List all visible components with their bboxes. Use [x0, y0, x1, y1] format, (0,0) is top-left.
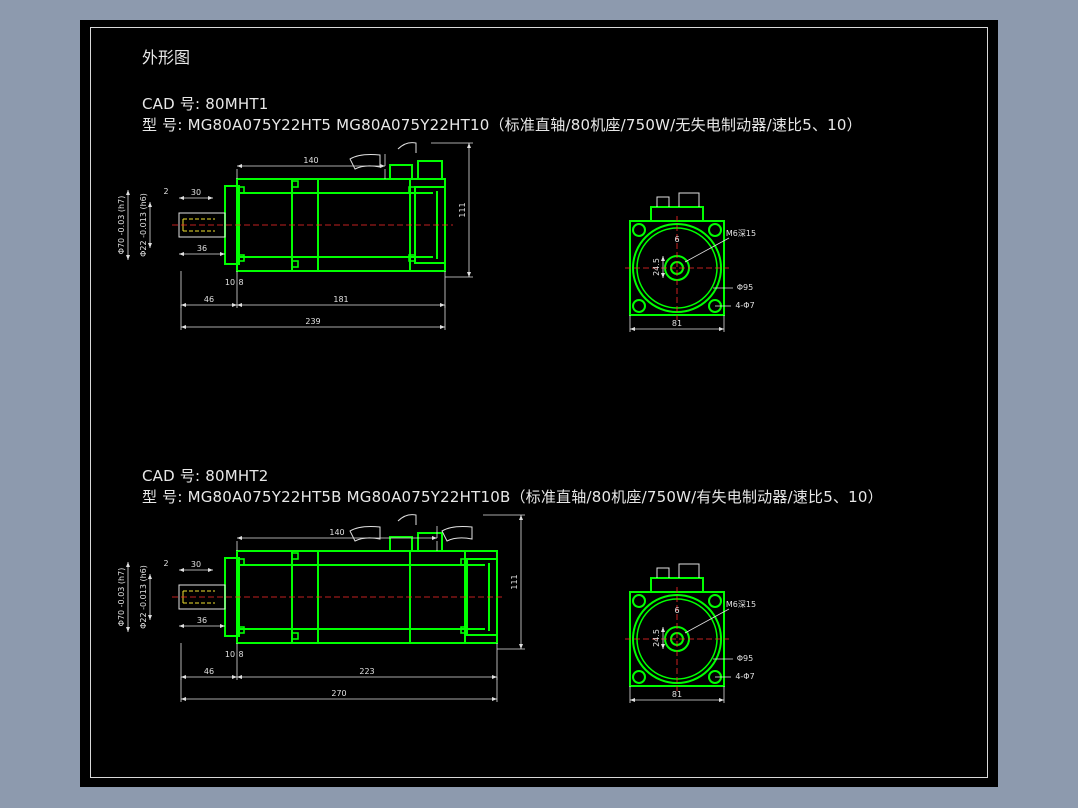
dim-key-flat: 6 — [674, 235, 679, 244]
mounting-boss — [460, 558, 468, 566]
mounting-boss — [237, 558, 245, 566]
dim-flange-diameter: Φ70 -0.03 (h7) — [117, 568, 126, 627]
mounting-hole — [708, 594, 722, 608]
motor-drawing-2: 140 111 30 2 36 Φ70 -0.03 (h7) Φ22 -0.013 (h6)… — [117, 514, 756, 703]
dim-pcd: Φ95 — [737, 654, 753, 663]
dim-holes: 4-Φ7 — [735, 301, 754, 310]
end-view-shaft — [664, 626, 690, 652]
dim-main-length: 181 — [333, 295, 348, 304]
dim-body-length: 140 — [303, 156, 318, 165]
dim-flange-b: 8 — [238, 650, 243, 659]
output-shaft — [178, 212, 226, 238]
dim-front: 46 — [204, 667, 214, 676]
dim-total-length: 270 — [331, 689, 346, 698]
dim-front: 46 — [204, 295, 214, 304]
dim-height: 111 — [510, 574, 519, 589]
dim-flange-diameter: Φ70 -0.03 (h7) — [117, 196, 126, 255]
connector-block — [389, 164, 413, 180]
dim-thread: M6深15 — [726, 600, 756, 609]
dim-pcd: Φ95 — [737, 283, 753, 292]
dimension-arrows — [148, 574, 152, 620]
dim-flange-b: 8 — [238, 278, 243, 287]
dim-square: 81 — [672, 319, 682, 328]
dimension-arrows — [661, 256, 665, 278]
mounting-hole — [708, 223, 722, 237]
dim-shaft-diameter: Φ22 -0.013 (h6) — [139, 193, 148, 257]
connector-block — [417, 160, 443, 180]
leader-line — [684, 608, 730, 634]
dim-total-length: 239 — [305, 317, 320, 326]
dimension-arrows — [148, 202, 152, 248]
drawing-title: 外形图 — [142, 48, 191, 67]
mounting-boss — [291, 260, 299, 268]
mounting-boss — [291, 632, 299, 640]
cad-number-2: CAD 号: 80MHT2 — [142, 467, 269, 485]
dim-key-flat: 6 — [674, 606, 679, 615]
mounting-boss — [291, 180, 299, 188]
dim-shaft-diameter: Φ22 -0.013 (h6) — [139, 565, 148, 629]
dim-shaft-length: 30 — [191, 188, 201, 197]
mounting-boss — [460, 626, 468, 634]
dim-square: 81 — [672, 690, 682, 699]
dim-main-length: 223 — [359, 667, 374, 676]
end-view-cable — [656, 192, 700, 207]
mounting-boss — [237, 626, 245, 634]
dim-holes: 4-Φ7 — [735, 672, 754, 681]
connector-block — [389, 536, 413, 552]
mounting-boss — [237, 254, 245, 262]
dim-shaft-total: 36 — [197, 616, 207, 625]
model-line-1: 型 号: MG80A075Y22HT5 MG80A075Y22HT10（标准直轴… — [142, 116, 862, 134]
dim-key-width: 2 — [163, 559, 168, 568]
mounting-hole — [632, 670, 646, 684]
dim-thread: M6深15 — [726, 229, 756, 238]
dimension-arrows — [661, 627, 665, 649]
cable-gland — [397, 142, 417, 153]
dim-key-height: 24.5 — [652, 629, 661, 647]
connector-block — [417, 532, 443, 552]
dim-key-width: 2 — [163, 187, 168, 196]
dim-body-length: 140 — [329, 528, 344, 537]
mounting-hole — [632, 299, 646, 313]
mounting-hole — [632, 594, 646, 608]
cad-number-1: CAD 号: 80MHT1 — [142, 95, 269, 113]
mounting-boss — [408, 186, 416, 194]
dim-flange-a: 10 — [225, 278, 235, 287]
leader-line — [684, 237, 730, 263]
motor-drawing-1: 140 111 30 2 36 Φ70 -0.03 (h7) Φ22 -0.013 (h6)… — [117, 142, 756, 332]
dim-key-height: 24.5 — [652, 258, 661, 276]
dim-shaft-total: 36 — [197, 244, 207, 253]
mounting-hole — [632, 223, 646, 237]
cable-gland — [349, 154, 381, 170]
end-view-cable — [656, 563, 700, 578]
cad-viewport[interactable]: 外形图 CAD 号: 80MHT1 型 号: MG80A075Y22HT5 MG… — [80, 20, 998, 787]
cable-gland — [397, 514, 417, 525]
output-shaft — [178, 584, 226, 610]
dim-shaft-length: 30 — [191, 560, 201, 569]
model-line-2: 型 号: MG80A075Y22HT5B MG80A075Y22HT10B（标准… — [142, 488, 883, 506]
dim-flange-a: 10 — [225, 650, 235, 659]
dim-height: 111 — [458, 202, 467, 217]
mounting-boss — [408, 254, 416, 262]
mounting-boss — [291, 552, 299, 560]
drawing-frame — [90, 27, 988, 778]
dimension-arrows — [179, 624, 225, 628]
mounting-boss — [237, 186, 245, 194]
cable-gland — [349, 526, 381, 542]
dimension-arrows — [179, 252, 225, 256]
end-view-shaft — [664, 255, 690, 281]
cable-gland — [441, 526, 473, 542]
